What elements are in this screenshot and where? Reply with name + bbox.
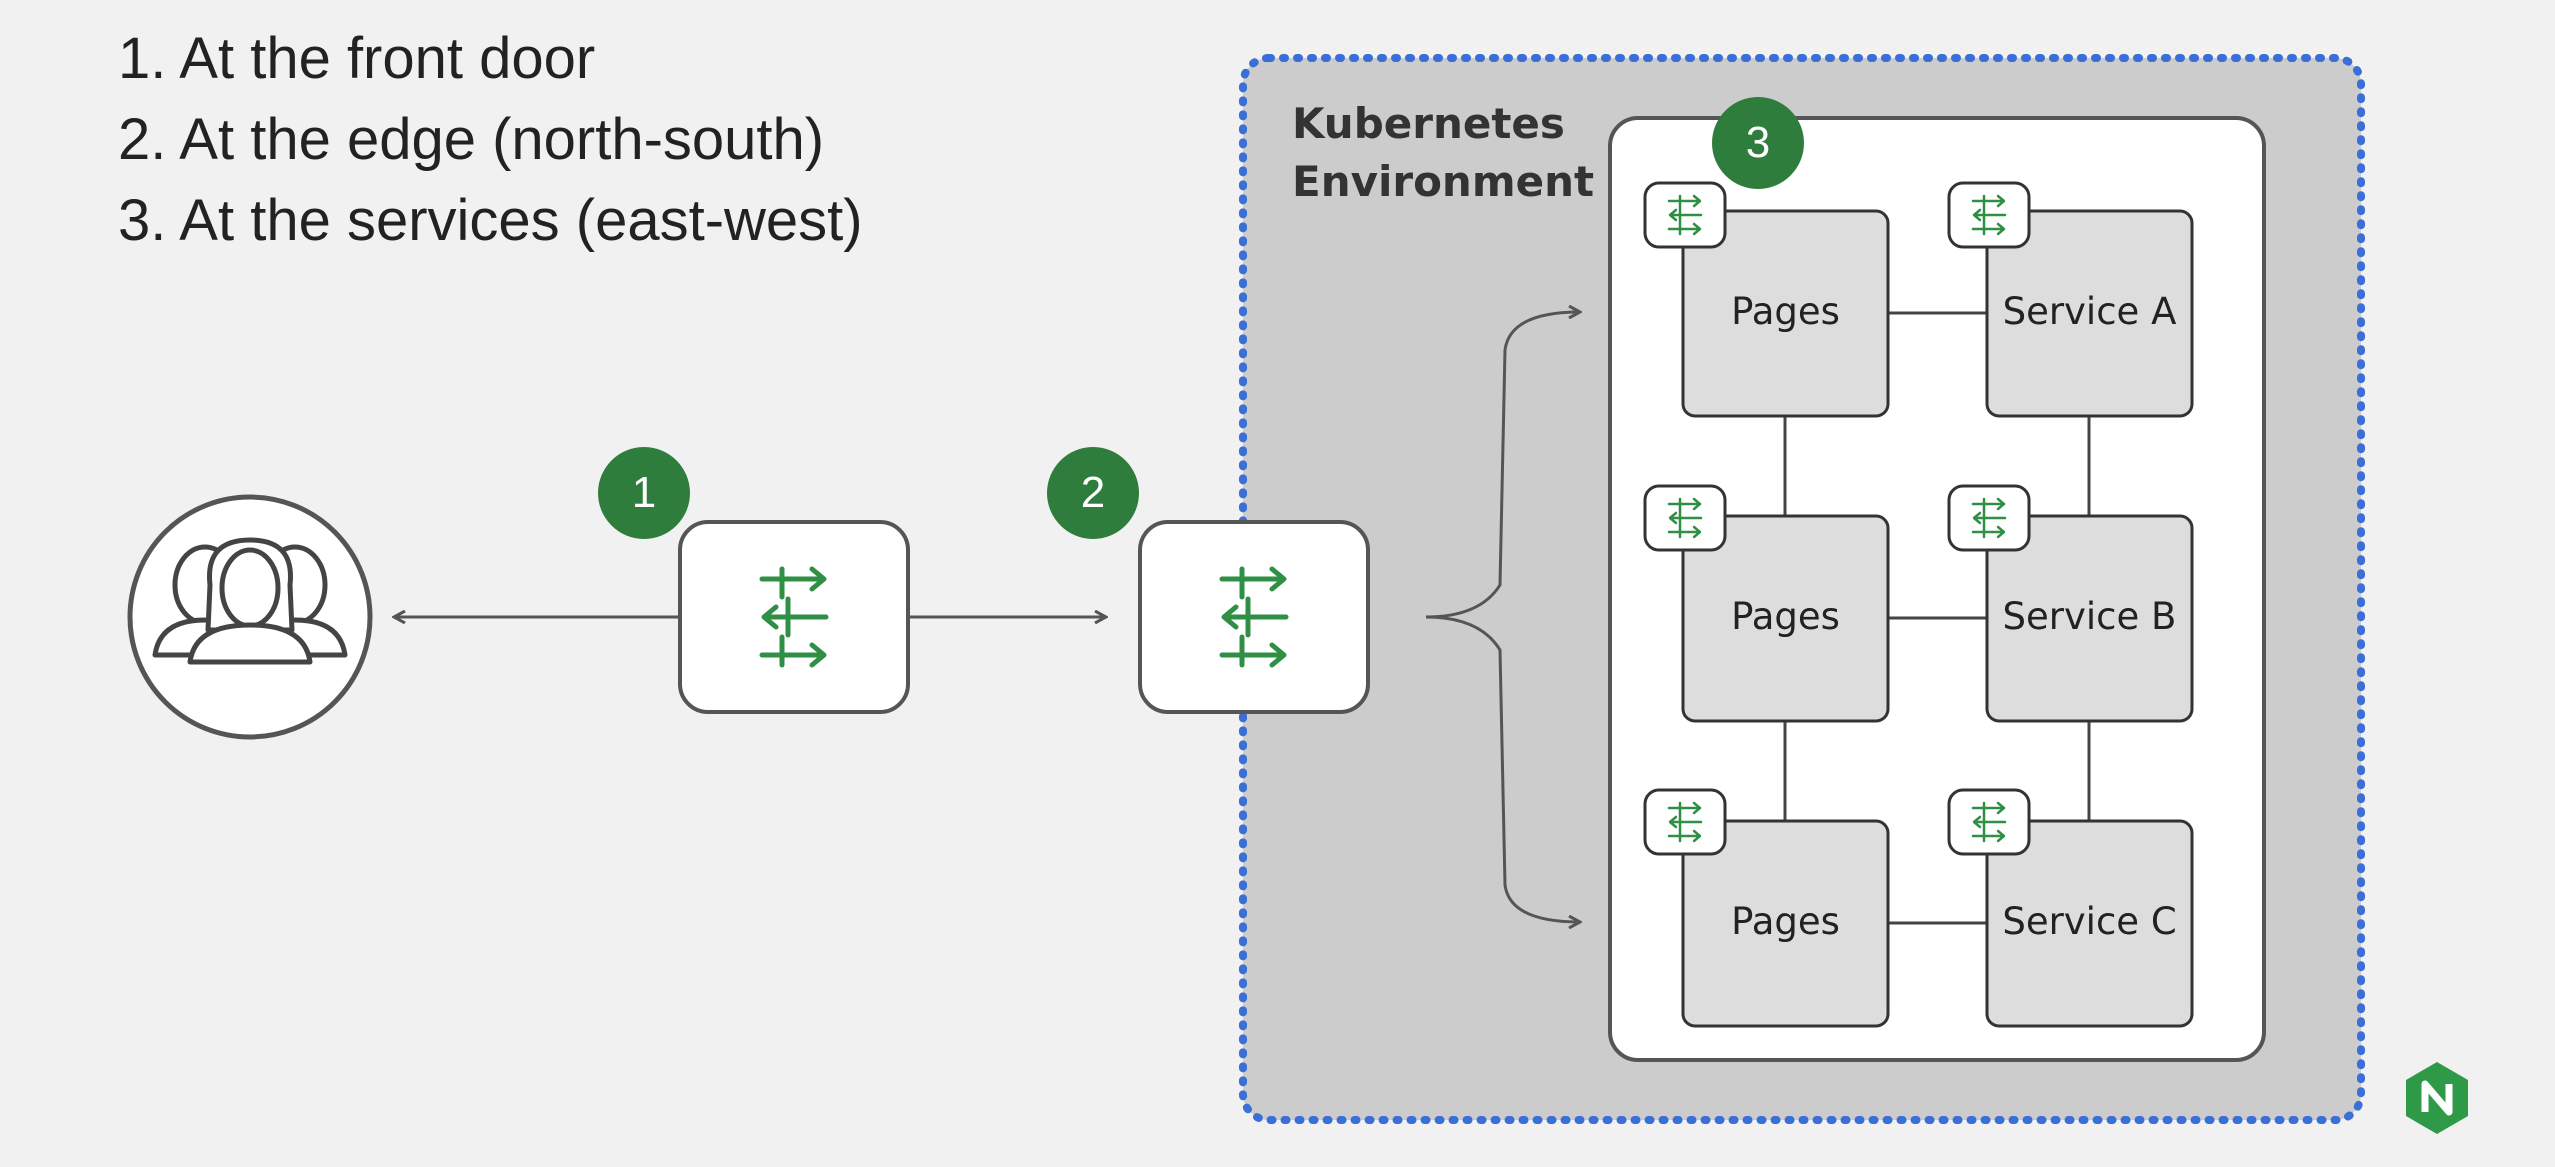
badge-3: 3 [1745,118,1771,167]
nginx-logo-icon [2406,1062,2468,1134]
bullet-item: 1. At the front door [118,26,596,91]
bullet-item: 3. At the services (east-west) [118,188,863,253]
pages-node-2 [1681,514,1890,723]
sidecar-proxy-icon [1947,788,2031,856]
badge-2: 2 [1080,468,1106,517]
node-label-service-a: Service A [2002,290,2177,333]
pages-node-3 [1681,819,1890,1028]
sidecar-proxy-icon [1947,181,2031,249]
service-c-node [1985,819,2194,1028]
brace-arrow-bottom [1425,615,1580,922]
badge-2-circle [1047,447,1139,539]
kubernetes-environment-title: Kubernetes Environment [1292,99,1595,206]
sidecar-proxy-icon [1643,181,1727,249]
node-label-service-c: Service C [2002,900,2177,943]
sidecar-proxy-icon [1643,788,1727,856]
users-group-icon [127,494,373,740]
badge-1-circle [598,447,690,539]
service-a-node [1985,209,2194,418]
service-b-node [1985,514,2194,723]
bullet-list: 1. At the front door 2. At the edge (nor… [118,18,863,261]
mesh-connectors [1783,311,2091,925]
sidecar-icons [1643,181,2031,856]
bullet-item: 2. At the edge (north-south) [118,107,825,172]
badge-1: 1 [631,468,657,517]
node-label-pages-3: Pages [1731,900,1840,943]
edge-proxy [1138,520,1370,714]
front-door-proxy [678,520,910,714]
node-boxes [1681,209,2194,1028]
pages-node-1 [1681,209,1890,418]
node-label-pages-1: Pages [1731,290,1840,333]
node-label-service-b: Service B [2002,595,2177,638]
sidecar-proxy-icon [1947,484,2031,552]
flow-arrows [394,312,1580,922]
sidecar-proxy-icon [1643,484,1727,552]
brace-arrow-top [1425,312,1580,619]
node-label-pages-2: Pages [1731,595,1840,638]
badge-3-circle [1712,97,1804,189]
